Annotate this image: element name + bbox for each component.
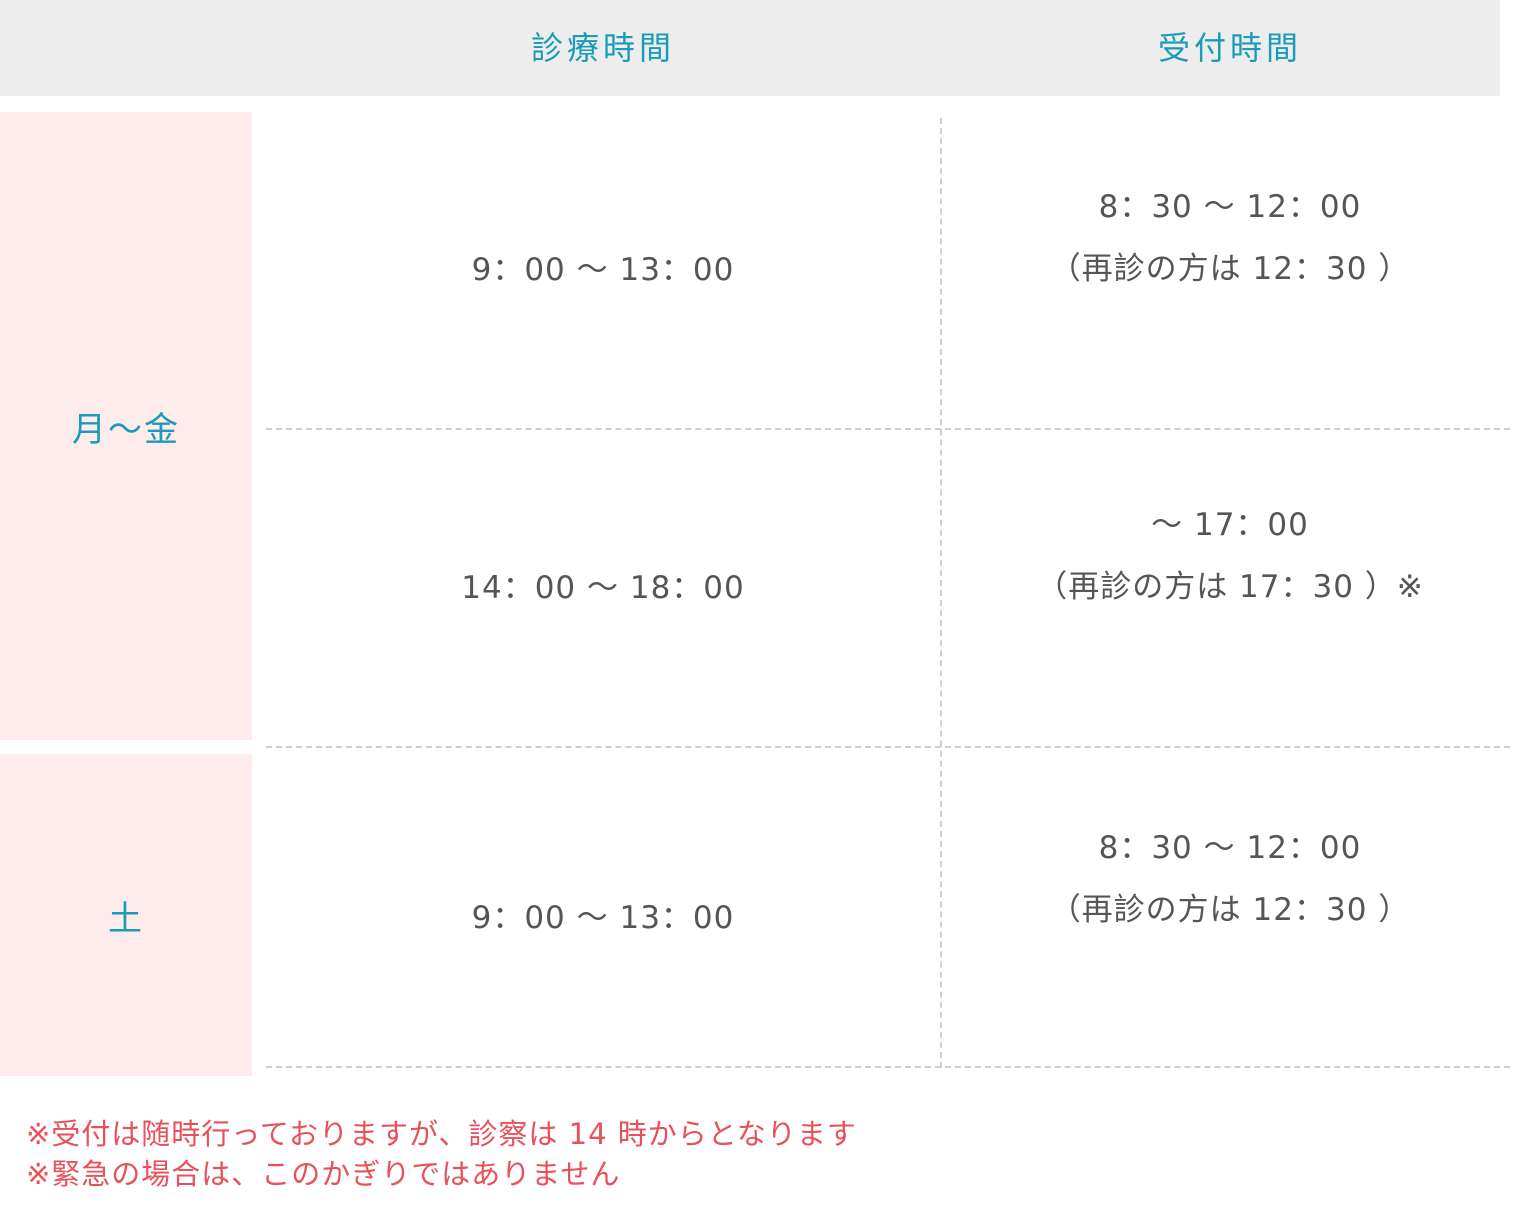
footnote: ※緊急の場合は、このかぎりではありません <box>26 1157 621 1191</box>
reception-note: （再診の方は 12：30 ） <box>1049 892 1411 928</box>
treatment-hours-heading: 診療時間 <box>530 29 675 67</box>
reception-time: 8：30 ～ 12：00 <box>1098 189 1362 225</box>
reception-cell-saturday: 8：30 ～ 12：00 （再診の方は 12：30 ） <box>942 748 1518 1010</box>
treatment-cell-saturday: 9：00 ～ 13：00 <box>266 748 940 1088</box>
column-divider <box>940 118 942 1068</box>
day-label-weekdays: 月～金 <box>72 409 180 450</box>
day-label-saturday: 土 <box>108 898 144 939</box>
treatment-time: 9：00 ～ 13：00 <box>471 900 735 936</box>
day-cell-weekdays: 月～金 <box>0 112 252 740</box>
treatment-cell-weekday-morning: 9：00 ～ 13：00 <box>266 112 940 428</box>
treatment-cell-weekday-afternoon: 14：00 ～ 18：00 <box>266 430 940 746</box>
row-divider <box>266 746 1510 748</box>
row-divider <box>266 1066 1510 1068</box>
reception-time: 8：30 ～ 12：00 <box>1098 830 1362 866</box>
reception-note: （再診の方は 17：30 ）※ <box>1036 569 1424 605</box>
table-header: 診療時間 受付時間 <box>0 0 1500 96</box>
reception-hours-heading: 受付時間 <box>1157 29 1302 67</box>
reception-note: （再診の方は 12：30 ） <box>1049 251 1411 287</box>
row-divider <box>266 428 1510 430</box>
reception-cell-weekday-morning: 8：30 ～ 12：00 （再診の方は 12：30 ） <box>942 112 1518 364</box>
footnotes: ※受付は随時行っておりますが、診察は 14 時からとなります ※緊急の場合は、こ… <box>26 1114 857 1194</box>
footnote: ※受付は随時行っておりますが、診察は 14 時からとなります <box>26 1117 857 1151</box>
reception-time: ～ 17：00 <box>1151 507 1309 543</box>
treatment-time: 14：00 ～ 18：00 <box>461 570 745 606</box>
treatment-time: 9：00 ～ 13：00 <box>471 252 735 288</box>
reception-cell-weekday-afternoon: ～ 17：00 （再診の方は 17：30 ）※ <box>942 430 1518 682</box>
day-cell-saturday: 土 <box>0 754 252 1076</box>
